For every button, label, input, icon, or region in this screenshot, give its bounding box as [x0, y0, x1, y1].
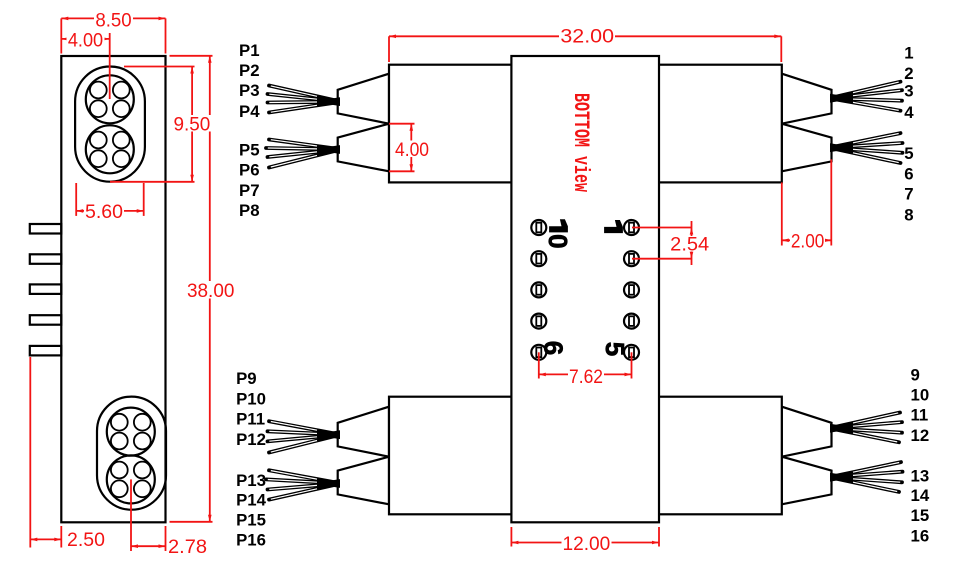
svg-text:2.54: 2.54 [670, 234, 709, 256]
svg-text:12: 12 [911, 426, 930, 445]
svg-text:5: 5 [600, 342, 630, 356]
svg-text:P13: P13 [236, 471, 266, 490]
svg-text:P15: P15 [236, 511, 266, 530]
svg-text:4.00: 4.00 [395, 139, 429, 161]
svg-text:2.50: 2.50 [67, 529, 105, 551]
svg-text:8: 8 [904, 206, 913, 225]
svg-text:P8: P8 [239, 201, 260, 220]
svg-text:5: 5 [904, 144, 913, 163]
svg-text:15: 15 [911, 506, 930, 525]
svg-text:2: 2 [904, 64, 913, 83]
svg-text:7: 7 [904, 185, 913, 204]
svg-text:P3: P3 [239, 81, 260, 100]
svg-text:1: 1 [904, 44, 913, 63]
svg-text:11: 11 [911, 405, 929, 424]
svg-text:10: 10 [911, 386, 930, 405]
svg-text:BOTTOM view: BOTTOM view [568, 93, 594, 193]
svg-text:2.78: 2.78 [168, 536, 207, 558]
svg-text:P12: P12 [236, 430, 266, 449]
svg-text:12.00: 12.00 [563, 533, 611, 555]
svg-text:9.50: 9.50 [174, 114, 211, 136]
svg-text:4.00: 4.00 [68, 30, 103, 52]
svg-text:16: 16 [911, 527, 930, 546]
svg-text:P10: P10 [236, 389, 266, 408]
svg-text:P14: P14 [236, 490, 267, 509]
svg-text:38.00: 38.00 [187, 280, 235, 302]
svg-text:8.50: 8.50 [95, 10, 131, 32]
svg-text:P7: P7 [239, 181, 260, 200]
svg-text:6: 6 [539, 341, 569, 355]
svg-text:P9: P9 [236, 369, 257, 388]
svg-text:5.60: 5.60 [85, 201, 123, 223]
svg-text:P1: P1 [239, 41, 260, 60]
svg-text:7.62: 7.62 [569, 366, 603, 388]
svg-text:0: 0 [543, 234, 573, 248]
svg-text:4: 4 [904, 103, 914, 122]
svg-text:32.00: 32.00 [560, 25, 614, 47]
svg-text:P6: P6 [239, 161, 260, 180]
svg-text:3: 3 [904, 81, 913, 100]
svg-text:6: 6 [904, 164, 913, 183]
svg-text:P11: P11 [236, 410, 265, 429]
svg-text:P4: P4 [239, 102, 260, 121]
svg-text:14: 14 [911, 486, 930, 505]
svg-text:P16: P16 [236, 531, 266, 550]
svg-text:2.00: 2.00 [791, 231, 825, 253]
svg-text:P5: P5 [239, 141, 260, 160]
svg-text:13: 13 [911, 466, 930, 485]
svg-text:9: 9 [911, 365, 920, 384]
svg-text:P2: P2 [239, 61, 260, 80]
